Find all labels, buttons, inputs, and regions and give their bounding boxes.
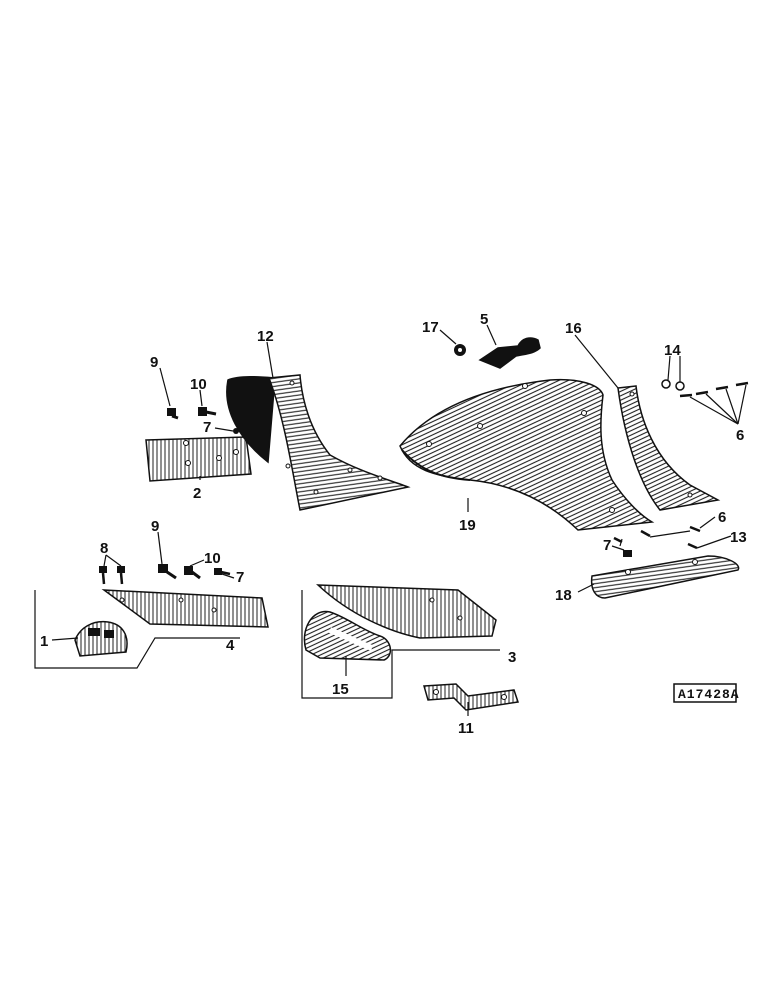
callout-5: 5 xyxy=(480,311,488,328)
bolt-7-lower xyxy=(214,568,231,576)
part-3-plate xyxy=(316,584,497,639)
callout-9-lower: 9 xyxy=(151,518,159,535)
part-16-extension xyxy=(617,385,721,511)
part-2-plate xyxy=(145,436,252,482)
part-11-strap xyxy=(423,683,519,711)
part-18-bar xyxy=(590,555,740,599)
bolt-9-upper xyxy=(167,408,179,420)
callout-16: 16 xyxy=(565,320,582,337)
callouts: 9 10 7 12 2 17 5 16 14 6 19 6 13 7 18 8 … xyxy=(40,311,747,737)
callout-7-right: 7 xyxy=(603,537,611,554)
bracket-4 xyxy=(34,590,240,669)
reference-code: A17428A xyxy=(678,687,740,702)
callout-19: 19 xyxy=(459,517,476,534)
bracket-3 xyxy=(301,590,500,699)
part-7-bolt-lower-right xyxy=(623,550,632,557)
bolt-10-lower xyxy=(184,566,201,580)
callout-6-upper: 6 xyxy=(736,427,744,444)
part-17-nut xyxy=(454,344,466,356)
callout-14: 14 xyxy=(664,342,681,359)
callout-17: 17 xyxy=(422,319,439,336)
part-6-bolts-upper xyxy=(679,381,749,398)
callout-4: 4 xyxy=(226,637,235,654)
part-12-share xyxy=(226,374,411,511)
bolts-8-lower xyxy=(99,566,125,585)
part-6-bolts-lower xyxy=(613,525,701,550)
callout-11: 11 xyxy=(458,720,474,737)
callout-6-lower: 6 xyxy=(718,509,726,526)
callout-13: 13 xyxy=(730,529,747,546)
leader-lines xyxy=(51,324,747,716)
part-4-shin xyxy=(101,589,269,628)
part-15-frog xyxy=(303,610,392,661)
bolt-10-upper xyxy=(198,407,217,416)
bolt-9-lower xyxy=(158,564,177,580)
callout-3: 3 xyxy=(508,649,516,666)
part-19-moldboard xyxy=(399,378,655,531)
callout-18: 18 xyxy=(555,587,572,604)
callout-2: 2 xyxy=(193,485,201,502)
bolt-7-upper xyxy=(233,428,239,434)
callout-15: 15 xyxy=(332,681,349,698)
callout-10-lower: 10 xyxy=(204,550,221,567)
callout-1: 1 xyxy=(40,633,48,650)
part-14-nuts xyxy=(661,379,685,391)
part-1-casting xyxy=(74,620,128,657)
callout-9-upper: 9 xyxy=(150,354,158,371)
callout-8: 8 xyxy=(100,540,108,557)
part-5-brace xyxy=(478,337,541,369)
callout-7-upper: 7 xyxy=(203,419,211,436)
callout-12: 12 xyxy=(257,328,274,345)
callout-10-upper: 10 xyxy=(190,376,207,393)
reference-code-box: A17428A xyxy=(673,683,740,703)
callout-7-lower: 7 xyxy=(236,569,244,586)
